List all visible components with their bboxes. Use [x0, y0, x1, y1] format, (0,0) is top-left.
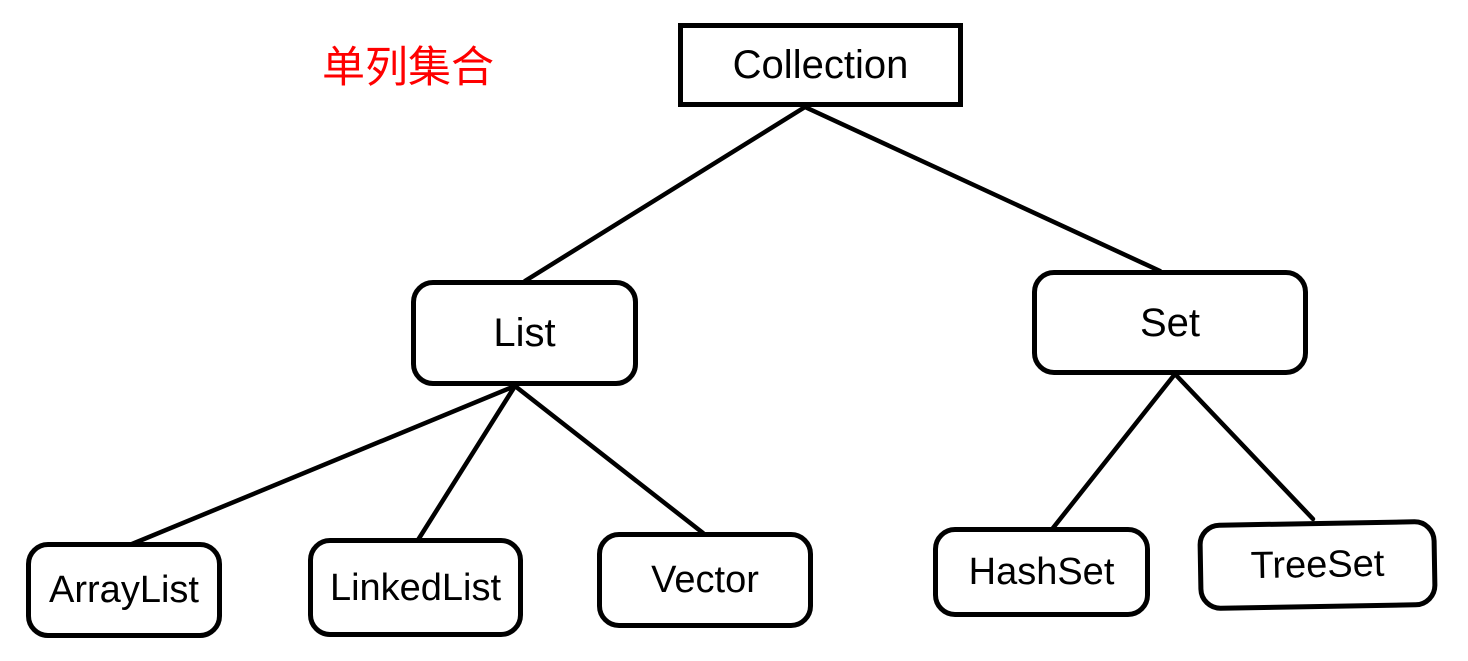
node-linkedlist-label: LinkedList — [329, 566, 502, 609]
node-treeset-label: TreeSet — [1250, 542, 1385, 588]
node-hashset-label: HashSet — [968, 551, 1115, 593]
edge-set-treeset — [1172, 371, 1316, 522]
node-vector-label: Vector — [651, 559, 759, 601]
node-list-label: List — [493, 311, 556, 355]
node-arraylist: ArrayList — [26, 542, 222, 638]
diagram-title: 单列集合 — [322, 44, 494, 92]
node-linkedlist: LinkedList — [308, 538, 523, 637]
node-arraylist-label: ArrayList — [49, 569, 199, 611]
edge-list-arraylist — [129, 383, 518, 547]
node-set: Set — [1032, 270, 1308, 375]
node-hashset: HashSet — [933, 527, 1150, 617]
node-set-label: Set — [1139, 300, 1201, 345]
node-list: List — [411, 280, 638, 386]
node-collection-label: Collection — [732, 43, 909, 87]
edge-set-hashset — [1050, 371, 1178, 531]
node-treeset: TreeSet — [1197, 518, 1438, 612]
node-vector: Vector — [597, 532, 813, 628]
edge-collection-list — [522, 104, 808, 284]
edge-collection-set — [802, 104, 1163, 274]
node-collection: Collection — [678, 23, 963, 107]
edge-list-linkedlist — [415, 383, 518, 543]
edge-list-vector — [512, 383, 706, 536]
